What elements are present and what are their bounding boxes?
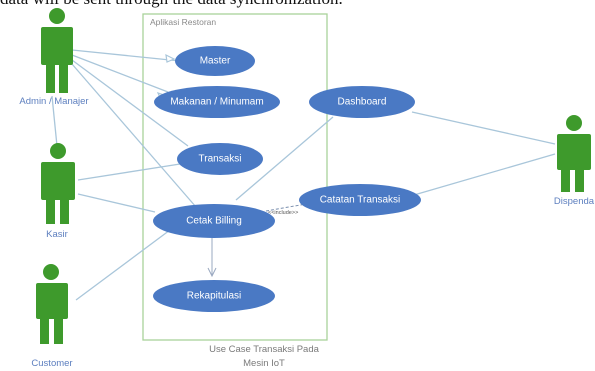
usecase-catatan-transaksi [299, 184, 421, 216]
actor-body [41, 27, 73, 65]
actor-kasir-figure [41, 143, 75, 224]
actor-leg [60, 198, 69, 224]
usecase-master [175, 46, 255, 76]
association-line [71, 49, 181, 62]
actor-kasir-label: Kasir [46, 229, 68, 240]
usecase-cetak-label: Cetak Billing [186, 216, 242, 227]
actor-body [557, 134, 591, 170]
usecase-cetak-billing [153, 204, 275, 238]
association-line [235, 116, 334, 201]
association-line [411, 111, 556, 145]
actor-head-icon [49, 8, 65, 24]
actor-leg [54, 317, 63, 344]
caption-line-1: Use Case Transaksi Pada [209, 344, 320, 355]
system-title: Aplikasi Restoran [150, 17, 216, 27]
actor-customer-figure [36, 264, 68, 344]
usecase-rekapitulasi [153, 280, 275, 312]
include-line [265, 203, 307, 212]
association-line [77, 163, 181, 181]
system-boundary [142, 13, 328, 341]
actor-leg [575, 168, 584, 192]
usecase-dashboard [309, 86, 415, 118]
association-line [71, 63, 197, 208]
usecase-dashboard-label: Dashboard [338, 97, 387, 108]
actor-dispenda-figure [557, 115, 591, 192]
actor-leg [40, 317, 49, 344]
arrowhead [165, 53, 176, 63]
usecase-transaksi-label: Transaksi [199, 154, 242, 165]
actor-head-icon [43, 264, 59, 280]
actor-customer-label: Customer [31, 358, 72, 369]
actor-dispenda-label: Dispenda [554, 196, 595, 207]
actor-leg [46, 198, 55, 224]
usecase-catatan-label: Catatan Transaksi [320, 195, 401, 206]
include-label: <<include>> [268, 210, 298, 216]
actor-body [41, 162, 75, 200]
usecase-rekap-label: Rekapitulasi [187, 291, 241, 302]
actor-head-icon [566, 115, 582, 131]
association-line [71, 59, 189, 147]
usecase-transaksi [177, 143, 263, 175]
actor-head-icon [50, 143, 66, 159]
actor-body [36, 283, 68, 319]
association-line [71, 54, 169, 93]
header-text: data will be sent through the data synch… [0, 0, 595, 9]
use-case-ellipses [153, 46, 421, 312]
association-line [51, 95, 58, 147]
association-lines [51, 49, 556, 301]
actor-admin-label: Admin / Manajer [19, 96, 88, 107]
usecase-master-label: Master [200, 56, 231, 67]
actor-leg [561, 168, 570, 192]
actor-leg [46, 63, 55, 93]
caption-line-2: Mesin IoT [243, 358, 285, 369]
actor-leg [59, 63, 68, 93]
cetak-rekap-arrowhead [207, 267, 217, 278]
usecase-makanan-label: Makanan / Minumam [170, 97, 263, 108]
actor-admin-figure [41, 8, 73, 93]
association-line [77, 193, 156, 213]
usecase-makanan-minuman [154, 86, 280, 118]
association-line [75, 229, 171, 301]
association-line [413, 153, 556, 196]
